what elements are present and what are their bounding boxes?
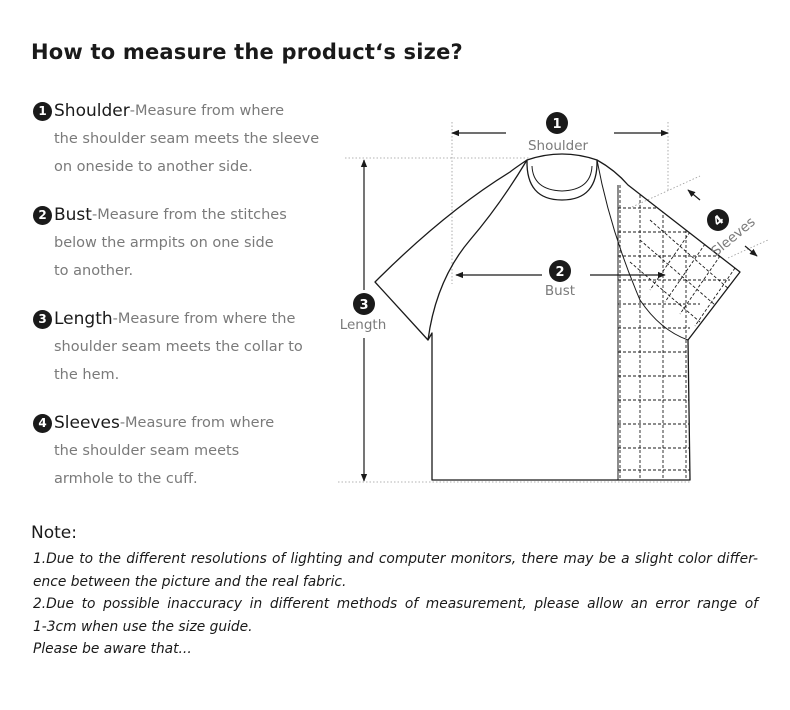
length-dimension: 3 Length bbox=[340, 159, 387, 482]
bust-label: Bust bbox=[545, 283, 575, 299]
measure-desc: Measure from where bbox=[134, 103, 285, 119]
note-body: 1.Due to the different resolutions of li… bbox=[33, 548, 758, 661]
page-title: How to measure the product‘s size? bbox=[31, 40, 463, 64]
note-heading: Note: bbox=[31, 523, 77, 543]
note-line: 1-3cm when use the size guide. bbox=[33, 618, 253, 635]
note-line: ence between the picture and the real fa… bbox=[33, 573, 347, 590]
measure-desc: to another. bbox=[54, 263, 134, 279]
measure-name: Shoulder bbox=[54, 101, 130, 121]
measure-desc: the shoulder seam meets bbox=[54, 443, 240, 459]
note-line: 2.Due to possible inaccuracy in differen… bbox=[33, 596, 758, 612]
measure-desc: on oneside to another side. bbox=[54, 159, 253, 175]
shoulder-label: Shoulder bbox=[528, 138, 589, 154]
number-badge: 3 bbox=[33, 309, 52, 329]
measure-dash: - bbox=[129, 103, 135, 119]
measure-dash: - bbox=[91, 207, 98, 223]
measure-desc: below the armpits on one side bbox=[54, 235, 274, 251]
bust-dimension: 2 Bust bbox=[455, 260, 666, 299]
guide-lines bbox=[338, 122, 769, 483]
measure-name: Length bbox=[54, 309, 113, 329]
measure-name: Bust bbox=[54, 205, 92, 225]
number-badge: 2 bbox=[33, 205, 52, 225]
tshirt-outline bbox=[374, 153, 741, 481]
measure-desc: Measure from where the bbox=[117, 311, 296, 327]
number-badge: 4 bbox=[33, 413, 52, 433]
bust-number: 2 bbox=[555, 265, 564, 280]
length-number: 3 bbox=[359, 298, 368, 313]
measure-desc: the shoulder seam meets the sleeve bbox=[54, 131, 320, 147]
measure-dash: - bbox=[119, 415, 126, 431]
plaid-pattern bbox=[618, 185, 740, 480]
number-badge: 1 bbox=[33, 101, 52, 121]
shoulder-number: 1 bbox=[552, 117, 561, 132]
measure-desc: armhole to the cuff. bbox=[54, 471, 198, 487]
note-line: Please be aware that... bbox=[33, 641, 192, 657]
measure-dash: - bbox=[112, 311, 118, 327]
measure-name: Sleeves bbox=[54, 413, 120, 433]
shoulder-dimension: 1 Shoulder bbox=[451, 112, 669, 154]
measure-desc: shoulder seam meets the collar to bbox=[54, 339, 303, 355]
length-label: Length bbox=[340, 317, 387, 333]
note-line: 1.Due to the different resolutions of li… bbox=[33, 551, 758, 567]
tshirt-diagram: 1 Shoulder 2 Bust 3 Length 4 Sleeves bbox=[338, 112, 769, 483]
measure-desc: Measure from the stitches bbox=[97, 207, 287, 223]
measure-desc: the hem. bbox=[54, 367, 120, 383]
measure-desc: Measure from where bbox=[125, 415, 275, 431]
